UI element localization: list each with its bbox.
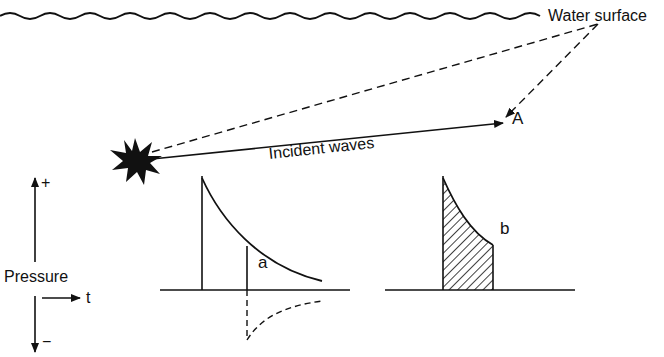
reflected-path-up bbox=[152, 24, 598, 152]
graph-b-cutoff bbox=[492, 245, 494, 290]
sign-label: − bbox=[42, 334, 51, 350]
water-surface-label: Water surface bbox=[548, 8, 647, 24]
graph-a-front bbox=[201, 176, 203, 290]
time-arrow bbox=[42, 297, 80, 299]
graph-b-curve bbox=[443, 178, 493, 245]
graph-label: a bbox=[258, 254, 267, 271]
point-label: A bbox=[512, 110, 523, 127]
graph-a-curve bbox=[202, 178, 322, 281]
graph-a-cutoff-negative bbox=[246, 290, 247, 340]
water-surface-line bbox=[0, 13, 540, 19]
wave-label: Incident waves bbox=[268, 135, 375, 162]
graph-a-negative-curve bbox=[247, 301, 322, 340]
graph-b-front bbox=[442, 176, 444, 290]
axis-label: Pressure bbox=[4, 269, 68, 285]
graph-b-hatched-area bbox=[443, 178, 493, 290]
sign-label: + bbox=[41, 175, 50, 191]
pressure-plus-arrow bbox=[34, 178, 36, 262]
graph-a-baseline bbox=[160, 289, 350, 291]
axis-label: t bbox=[86, 290, 90, 306]
graph-a-cutoff bbox=[246, 246, 248, 290]
pressure-minus-arrow bbox=[34, 296, 36, 352]
reflected-path-down bbox=[506, 24, 598, 117]
graph-label: b bbox=[500, 220, 509, 237]
explosion-symbol bbox=[110, 138, 162, 185]
